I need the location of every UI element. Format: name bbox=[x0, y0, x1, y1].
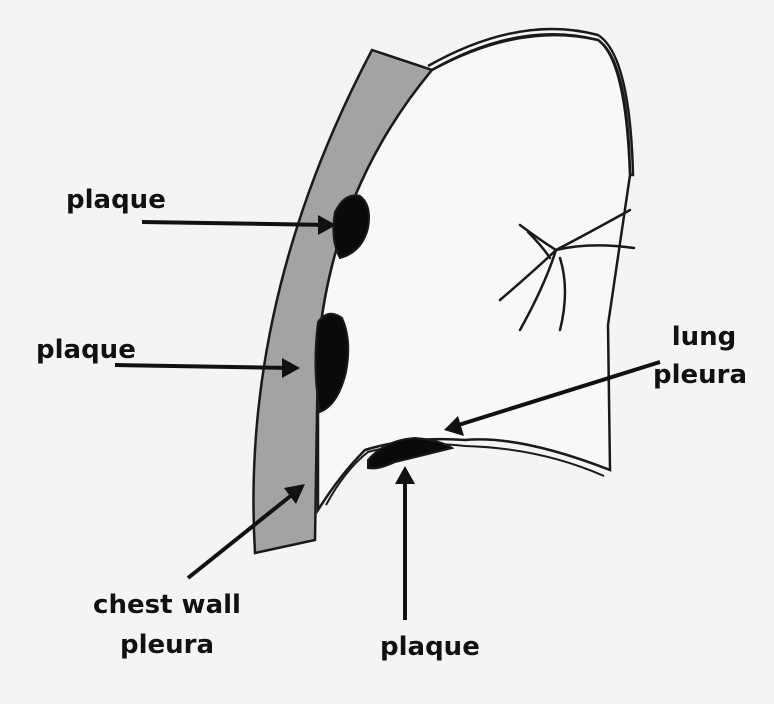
label-plaque-middle: plaque bbox=[36, 335, 136, 365]
label-lung-pleura-line2: pleura bbox=[648, 360, 752, 390]
label-chest-wall-pleura-line2: pleura bbox=[72, 630, 262, 660]
label-chest-wall-pleura-line1: chest wall bbox=[72, 590, 262, 620]
label-plaque-bottom: plaque bbox=[380, 632, 480, 662]
label-plaque-upper: plaque bbox=[66, 185, 166, 215]
label-lung-pleura-line1: lung bbox=[656, 322, 752, 352]
arrowhead-plaque-bottom bbox=[395, 466, 415, 484]
